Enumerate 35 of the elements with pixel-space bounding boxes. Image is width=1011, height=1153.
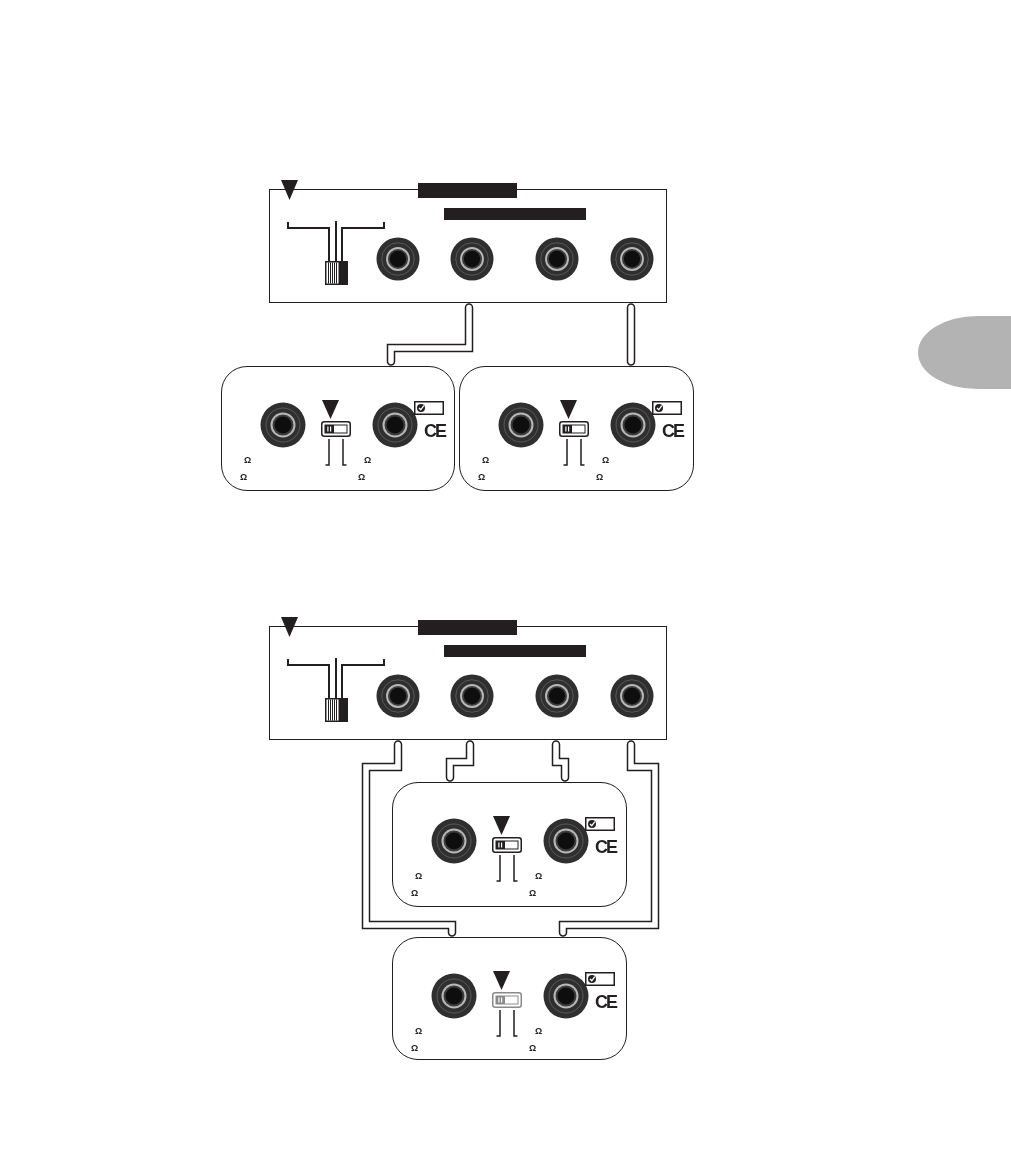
ce-mark: CE — [662, 422, 683, 440]
ohm-symbol: Ω — [415, 1027, 423, 1036]
cable — [361, 740, 457, 937]
cable — [551, 740, 570, 782]
cable — [386, 303, 474, 366]
ohm-symbol: Ω — [529, 889, 537, 898]
ohm-symbol: Ω — [535, 872, 543, 881]
speaker-cabinet-panel — [392, 782, 627, 907]
filled-bar — [418, 620, 517, 635]
ohm-symbol: Ω — [602, 456, 610, 465]
ohm-symbol: Ω — [364, 456, 372, 465]
cable — [626, 303, 636, 366]
filled-bar — [444, 645, 586, 657]
ohm-symbol: Ω — [478, 473, 486, 482]
cable — [558, 740, 660, 937]
ohm-symbol: Ω — [358, 473, 366, 482]
cable — [445, 740, 475, 782]
ce-mark: CE — [424, 422, 445, 440]
ohm-symbol: Ω — [596, 473, 604, 482]
ohm-symbol: Ω — [482, 456, 490, 465]
ce-mark: CE — [595, 838, 616, 856]
ohm-symbol: Ω — [411, 889, 419, 898]
filled-bar — [444, 208, 586, 220]
speaker-cabinet-panel — [392, 937, 627, 1060]
section-tab — [918, 316, 1011, 389]
ohm-symbol: Ω — [411, 1044, 419, 1053]
speaker-cabinet-panel — [221, 366, 455, 491]
ohm-symbol: Ω — [244, 456, 252, 465]
speaker-cabinet-panel — [459, 366, 694, 491]
ohm-symbol: Ω — [240, 473, 248, 482]
filled-bar — [418, 183, 517, 198]
ohm-symbol: Ω — [535, 1027, 543, 1036]
ohm-symbol: Ω — [529, 1044, 537, 1053]
ohm-symbol: Ω — [415, 872, 423, 881]
ce-mark: CE — [595, 993, 616, 1011]
